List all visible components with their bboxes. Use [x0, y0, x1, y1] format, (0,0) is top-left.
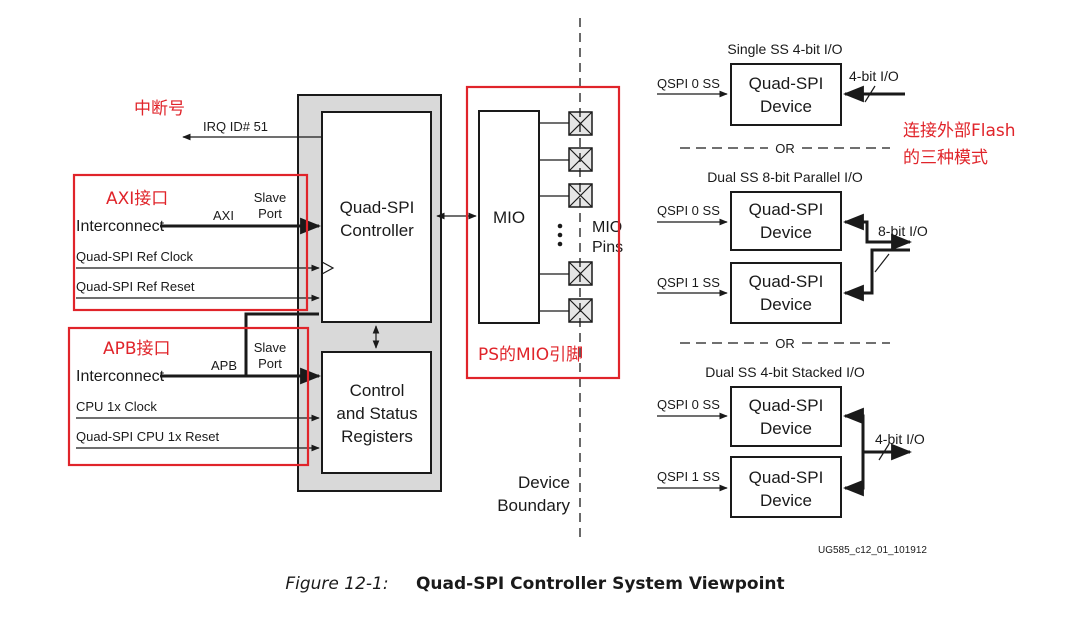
- parallel-qspi1-label: QSPI 1 SS: [657, 275, 720, 290]
- cpu-clock-label: CPU 1x Clock: [76, 399, 157, 414]
- apb-bus-label: APB: [211, 358, 237, 373]
- parallel-device0-line1: Quad-SPI: [749, 200, 824, 219]
- parallel-device1-line1: Quad-SPI: [749, 272, 824, 291]
- stacked-device1-line2: Device: [760, 491, 812, 510]
- or2-label: OR: [775, 336, 795, 351]
- stacked-device1-line1: Quad-SPI: [749, 468, 824, 487]
- stacked-qspi1-label: QSPI 1 SS: [657, 469, 720, 484]
- parallel-io-slash: [874, 253, 890, 273]
- ref-reset-label: Quad-SPI Ref Reset: [76, 279, 195, 294]
- caption-title: Quad-SPI Controller System Viewpoint: [415, 574, 785, 594]
- stacked-device0-line1: Quad-SPI: [749, 396, 824, 415]
- stacked-qspi0-label: QSPI 0 SS: [657, 397, 720, 412]
- parallel-io-bus-top: [842, 213, 913, 251]
- axi-slave-line2: Port: [258, 206, 282, 221]
- pin-icon: [568, 183, 593, 208]
- parallel-device0-box: [730, 191, 842, 251]
- figure-id: UG585_c12_01_101912: [818, 545, 927, 556]
- parallel-device1-line2: Device: [760, 295, 812, 314]
- registers-line2: and Status: [336, 404, 417, 423]
- ref-clock-label: Quad-SPI Ref Clock: [76, 249, 194, 264]
- ps-mio-annotation: PS的MIO引脚: [478, 345, 583, 365]
- quad-spi-controller-box: [321, 111, 432, 323]
- cpu-reset-label: Quad-SPI CPU 1x Reset: [76, 429, 219, 444]
- stacked-device1-box: [730, 456, 842, 518]
- parallel-device0-line2: Device: [760, 223, 812, 242]
- mio-label: MIO: [493, 208, 525, 227]
- parallel-io-bus-bottom: [842, 248, 910, 302]
- interrupt-annotation: 中断号: [134, 99, 185, 119]
- control-status-registers-box: [321, 351, 432, 474]
- axi-annotation-box: [72, 173, 309, 312]
- apb-slave-line1: Slave: [254, 340, 287, 355]
- apb-interconnect-label: Interconnect: [76, 368, 165, 385]
- mio-pins-line2: Pins: [592, 239, 623, 256]
- single-device-line2: Device: [760, 97, 812, 116]
- boundary-line1: Device: [518, 473, 570, 492]
- flash-annotation-line1: 连接外部Flash: [903, 121, 1016, 141]
- apb-slave-line2: Port: [258, 356, 282, 371]
- mio-pin-icons: [568, 111, 593, 323]
- axi-interconnect-label: Interconnect: [76, 218, 165, 235]
- flash-annotation-line2: 的三种模式: [903, 148, 988, 168]
- registers-line3: Registers: [341, 427, 413, 446]
- stacked-io-bus: [842, 407, 865, 497]
- mode-parallel-title: Dual SS 8-bit Parallel I/O: [707, 169, 863, 185]
- apb-bus-riser: [244, 312, 319, 376]
- mio-box: [478, 110, 540, 324]
- controller-title-line2: Controller: [340, 221, 414, 240]
- controller-title-line1: Quad-SPI: [340, 198, 415, 217]
- single-qspi0-label: QSPI 0 SS: [657, 76, 720, 91]
- mode-stacked-title: Dual SS 4-bit Stacked I/O: [705, 364, 865, 380]
- parallel-device1-box: [730, 262, 842, 324]
- mode-single-title: Single SS 4-bit I/O: [727, 41, 842, 57]
- figure-caption: Figure 12-1: Quad-SPI Controller System …: [0, 574, 1070, 594]
- stacked-io-label: 4-bit I/O: [875, 431, 925, 447]
- boundary-line2: Boundary: [497, 496, 570, 515]
- single-io-label: 4-bit I/O: [849, 68, 899, 84]
- parallel-io-label: 8-bit I/O: [878, 223, 928, 239]
- stacked-io-slash: [878, 443, 890, 461]
- registers-line1: Control: [350, 381, 405, 400]
- axi-annotation: AXI接口: [106, 189, 168, 209]
- apb-annotation: APB接口: [103, 339, 171, 359]
- stacked-device0-line2: Device: [760, 419, 812, 438]
- mio-pin-connectors: [539, 122, 569, 312]
- ps-mio-annotation-box: [465, 85, 621, 380]
- apb-annotation-box: [67, 326, 310, 467]
- single-device-box: [730, 63, 842, 126]
- axi-bus-label: AXI: [213, 208, 234, 223]
- parallel-qspi0-label: QSPI 0 SS: [657, 203, 720, 218]
- stacked-device0-box: [730, 386, 842, 447]
- single-io-slash: [864, 85, 876, 103]
- irq-label: IRQ ID# 51: [203, 119, 268, 134]
- or1-label: OR: [775, 141, 795, 156]
- clock-input-triangle: [321, 261, 335, 275]
- single-device-line1: Quad-SPI: [749, 74, 824, 93]
- ellipsis-dots: [557, 223, 563, 247]
- mio-pins-line1: MIO: [592, 219, 622, 236]
- caption-label: Figure 12-1:: [285, 574, 389, 594]
- axi-slave-line1: Slave: [254, 190, 287, 205]
